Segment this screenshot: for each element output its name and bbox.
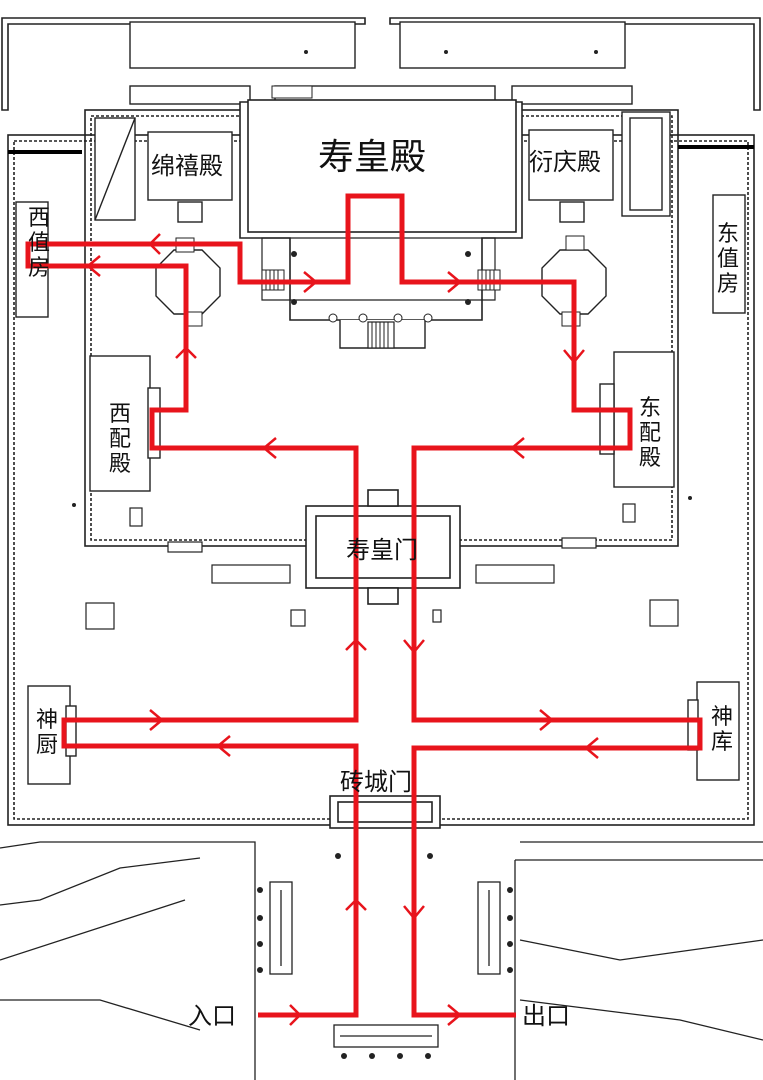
mianxi-hall-label: 绵禧殿 [151,152,223,180]
divine-storehouse-shape [696,681,740,781]
brick-gate-shape [329,795,441,829]
mianxi-hall-shape [147,131,233,201]
yanqing-hall-label: 衍庆殿 [529,148,601,176]
pavilion-icon [649,599,679,627]
east-duty-room-shape [712,194,746,314]
pavilion-icon [85,602,115,630]
east-side-hall-label: 东配殿 [638,396,661,471]
arrow-icon [86,233,599,1026]
divine-storehouse-label: 神库 [710,705,733,755]
lamp-icon [72,50,692,1059]
annex-buildings [129,21,633,105]
tour-route [25,193,703,1018]
east-side-hall-shape [613,351,675,488]
shouhuang-gate-shape [305,489,461,605]
shouhuang-hall-label: 寿皇殿 [318,137,427,178]
outer-grounds [0,841,763,1080]
east-duty-room-label: 东值房 [716,222,739,297]
divine-kitchen-label: 神厨 [35,708,58,758]
west-duty-room-shape [15,201,49,318]
yanqing-hall-shape [528,129,614,201]
entrance-label: 入口 [188,1002,236,1030]
west-side-hall-shape [89,355,151,492]
exit-label: 出口 [522,1002,570,1030]
brick-gate-label: 砖城门 [340,768,412,796]
west-duty-room-label: 西值房 [27,206,50,281]
shouhuang-hall [239,99,523,349]
west-side-hall-label: 西配殿 [108,402,131,477]
shouhuang-gate-label: 寿皇门 [346,536,418,564]
